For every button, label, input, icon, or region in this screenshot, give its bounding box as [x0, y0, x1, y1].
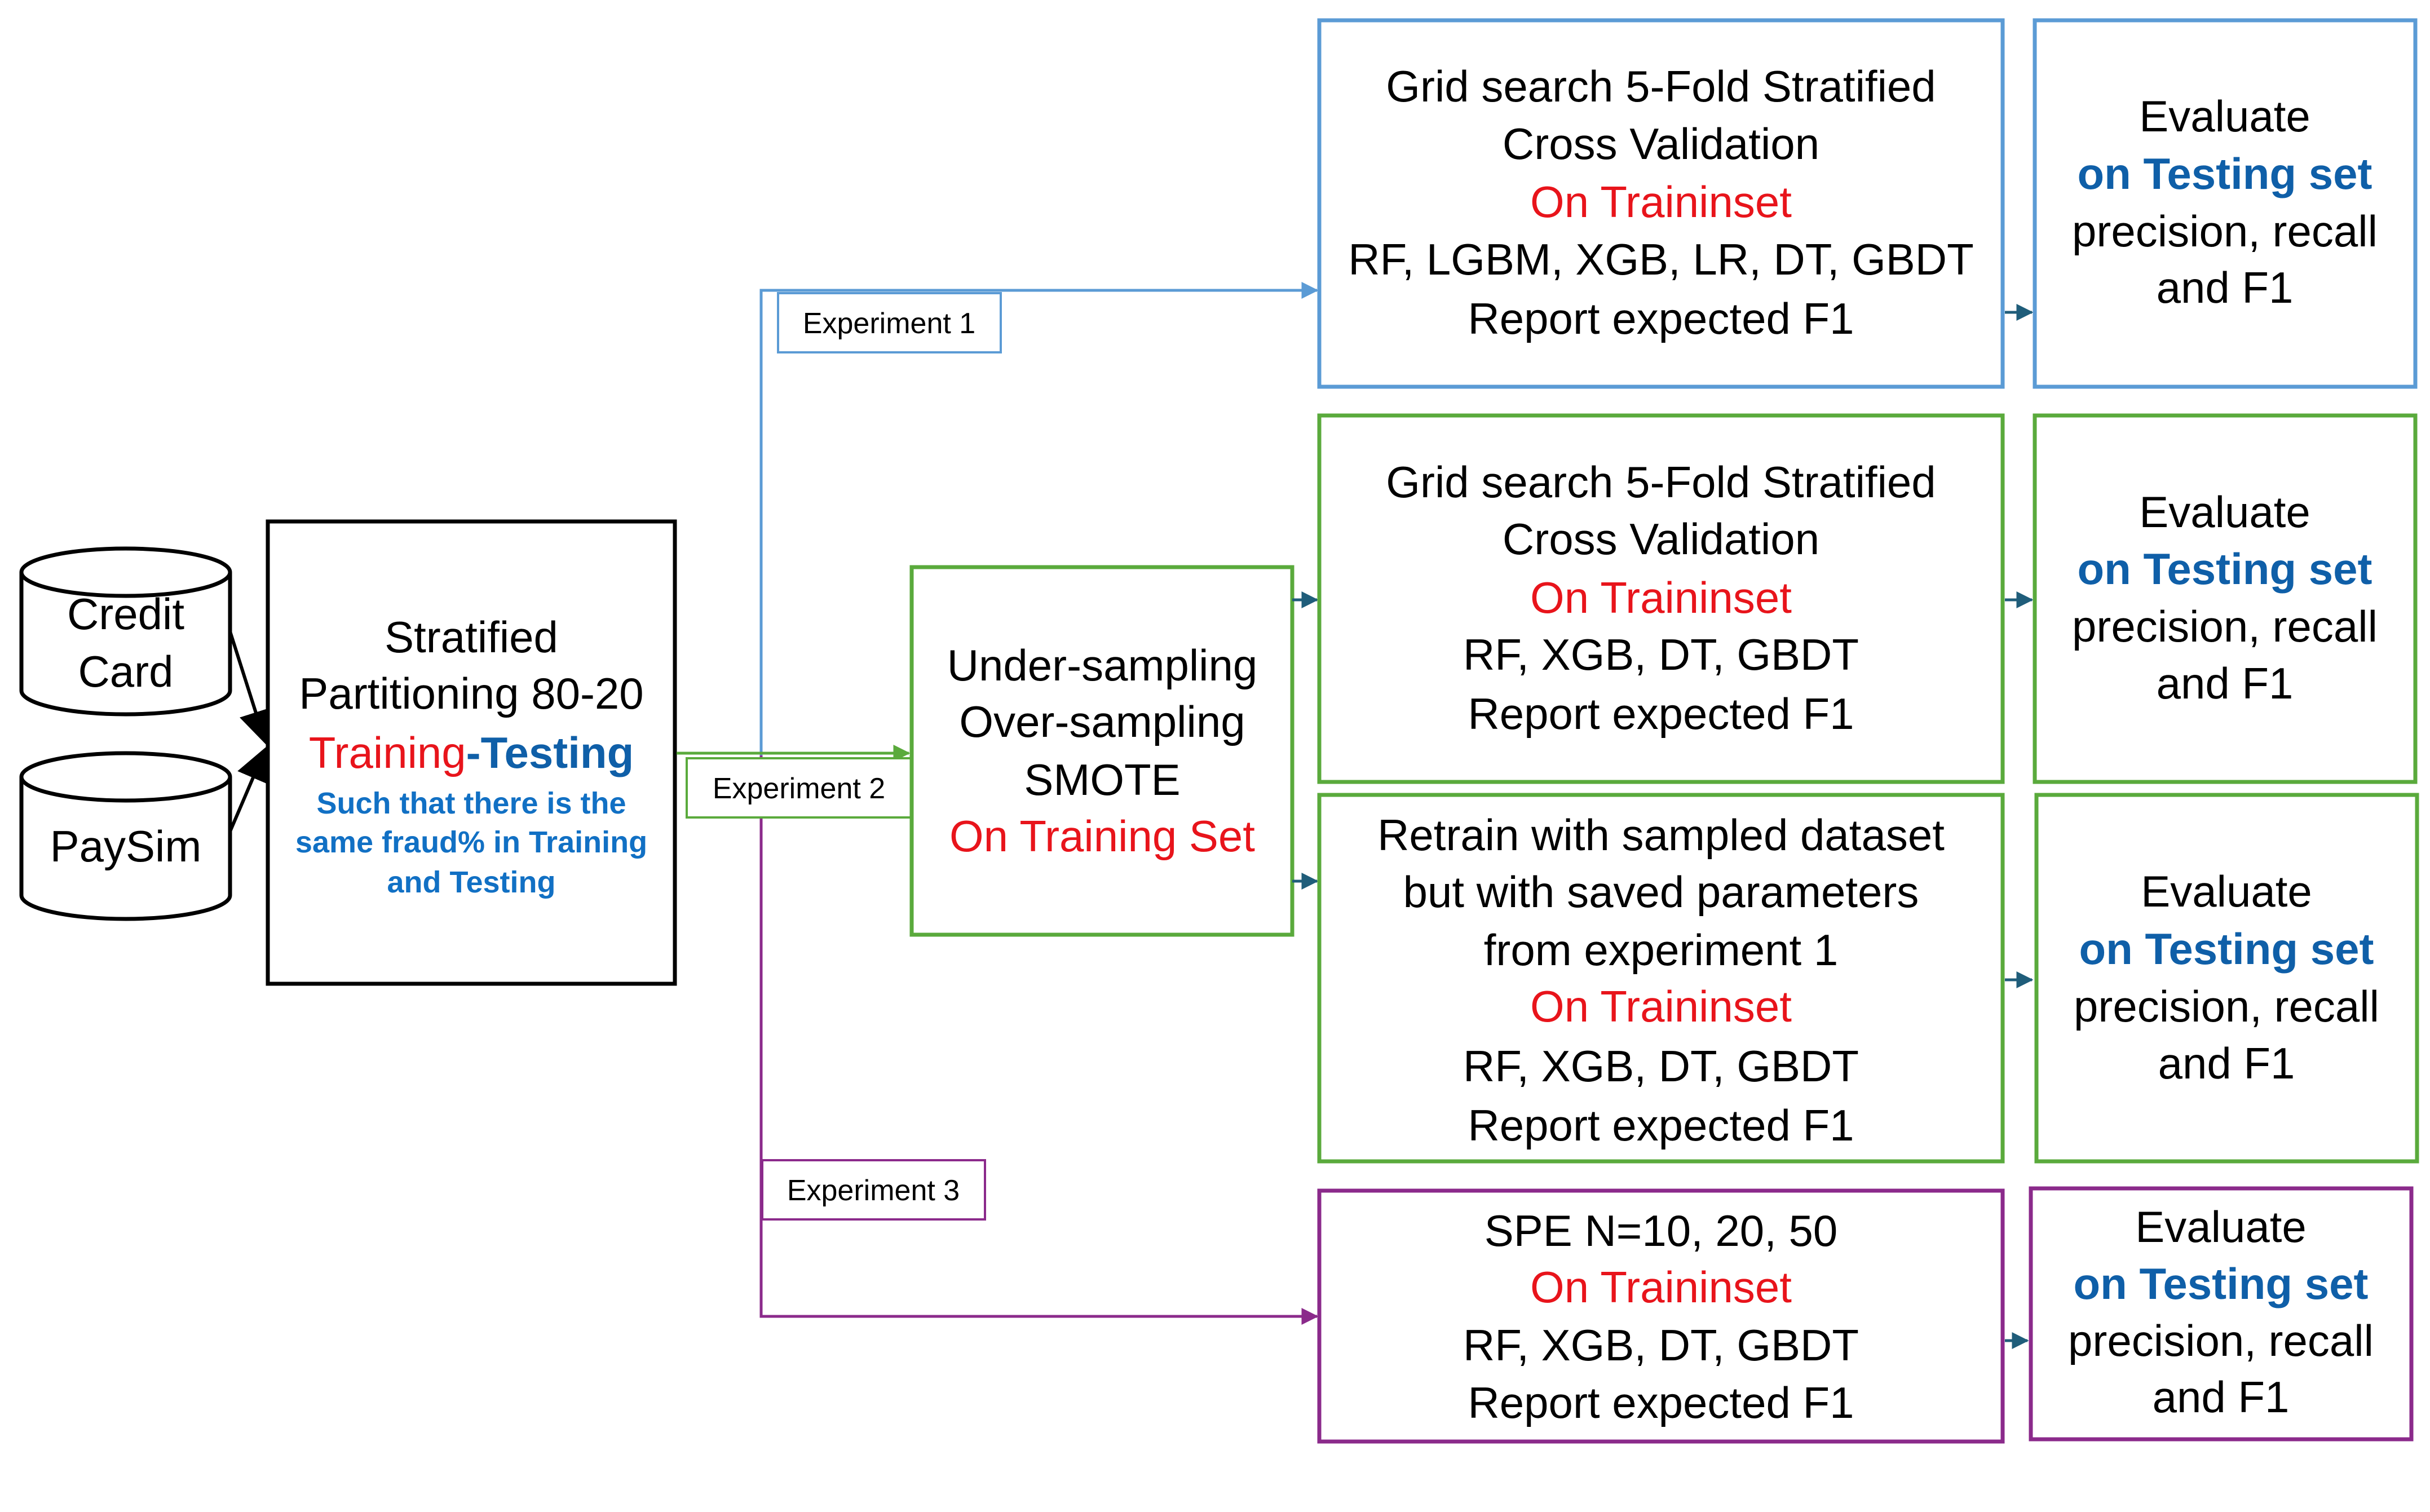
evaluate-box-4: Evaluate on Testing set precision, recal… [2029, 1186, 2414, 1442]
evaluate-box-2: Evaluate on Testing set precision, recal… [2033, 413, 2418, 784]
retrain-line2: but with saved parameters [1403, 867, 1919, 917]
retrain-line6: Report expected F1 [1468, 1100, 1854, 1150]
arrow-paysim-to-partition [228, 746, 269, 833]
evaluate-box-3: Evaluate on Testing set precision, recal… [2034, 793, 2419, 1164]
grid2-line5: Report expected F1 [1468, 689, 1854, 739]
experiment-1-tag: Experiment 1 [777, 292, 1002, 353]
grid2-line2: Cross Validation [1503, 514, 1819, 564]
eval2-line4: and F1 [2157, 658, 2294, 708]
retrain-line1: Retrain with sampled dataset [1377, 810, 1945, 860]
eval3-line4: and F1 [2158, 1038, 2295, 1088]
training-word: Training [309, 728, 466, 777]
retrain-box: Retrain with sampled dataset but with sa… [1317, 793, 2005, 1164]
partition-note-line3: and Testing [387, 865, 555, 899]
experiment-3-label: Experiment 3 [787, 1174, 960, 1207]
eval2-line3: precision, recall [2072, 602, 2378, 651]
spe-line2: On Traininset [1530, 1262, 1792, 1312]
credit-card-label-line1: Credit [67, 589, 184, 639]
paysim-dataset: PaySim [19, 751, 232, 921]
eval2-line2: on Testing set [2078, 544, 2372, 594]
grid1-line2: Cross Validation [1503, 119, 1819, 169]
credit-card-label-line2: Card [78, 647, 173, 696]
training-testing-label: Training-Testing [309, 728, 634, 777]
eval4-line2: on Testing set [2074, 1259, 2369, 1308]
testing-word: Testing [481, 728, 634, 777]
spe-line3: RF, XGB, DT, GBDT [1463, 1320, 1859, 1370]
partition-box: Stratified Partitioning 80-20 Training-T… [266, 519, 677, 986]
grid1-line4: RF, LGBM, XGB, LR, DT, GBDT [1348, 235, 1974, 284]
paysim-label: PaySim [50, 821, 202, 871]
credit-card-dataset: Credit Card [19, 546, 232, 717]
eval4-line1: Evaluate [2135, 1202, 2307, 1252]
grid1-line3: On Traininset [1530, 177, 1792, 227]
spe-box: SPE N=10, 20, 50 On Traininset RF, XGB, … [1317, 1188, 2005, 1444]
eval4-line3: precision, recall [2068, 1316, 2374, 1365]
sampling-line3: SMOTE [1024, 755, 1180, 804]
spe-line4: Report expected F1 [1468, 1378, 1854, 1427]
eval2-line1: Evaluate [2139, 487, 2310, 537]
eval3-line2: on Testing set [2079, 924, 2374, 974]
grid2-line3: On Traininset [1530, 573, 1792, 622]
sampling-line2: Over-sampling [959, 697, 1245, 746]
retrain-line4: On Traininset [1530, 982, 1792, 1031]
partition-title-line2: Partitioning 80-20 [299, 669, 643, 718]
eval1-line3: precision, recall [2072, 206, 2378, 256]
retrain-line3: from experiment 1 [1484, 925, 1839, 975]
eval1-line2: on Testing set [2078, 149, 2372, 198]
grid1-line5: Report expected F1 [1468, 294, 1854, 343]
sampling-line4: On Training Set [949, 811, 1255, 861]
experiment-2-label: Experiment 2 [713, 772, 885, 805]
evaluate-box-1: Evaluate on Testing set precision, recal… [2033, 18, 2418, 389]
training-testing-dash: - [466, 728, 481, 777]
experiment-3-tag: Experiment 3 [761, 1159, 986, 1221]
experiment-1-label: Experiment 1 [803, 307, 975, 340]
grid1-line1: Grid search 5-Fold Stratified [1386, 61, 1936, 111]
sampling-line1: Under-sampling [947, 640, 1258, 690]
sampling-box: Under-sampling Over-sampling SMOTE On Tr… [909, 565, 1294, 937]
spe-line1: SPE N=10, 20, 50 [1484, 1206, 1838, 1255]
grid2-line1: Grid search 5-Fold Stratified [1386, 457, 1936, 507]
partition-note-line2: same fraud% in Training [295, 825, 647, 859]
arrow-credit-to-partition [228, 631, 272, 745]
experiment-3-connector [759, 755, 1319, 1325]
experiment-1-connector [759, 282, 1319, 755]
eval3-line1: Evaluate [2141, 866, 2312, 916]
partition-note-line1: Such that there is the [316, 786, 626, 820]
eval3-line3: precision, recall [2074, 982, 2379, 1031]
grid2-line4: RF, XGB, DT, GBDT [1463, 630, 1859, 679]
grid-search-box-experiment-1: Grid search 5-Fold Stratified Cross Vali… [1317, 18, 2005, 389]
eval4-line4: and F1 [2153, 1372, 2290, 1422]
retrain-line5: RF, XGB, DT, GBDT [1463, 1041, 1859, 1091]
grid-search-box-experiment-2: Grid search 5-Fold Stratified Cross Vali… [1317, 413, 2005, 784]
partition-title-line1: Stratified [385, 612, 558, 662]
experiment-2-tag: Experiment 2 [686, 757, 912, 819]
eval1-line1: Evaluate [2139, 91, 2310, 141]
eval1-line4: and F1 [2157, 263, 2294, 312]
